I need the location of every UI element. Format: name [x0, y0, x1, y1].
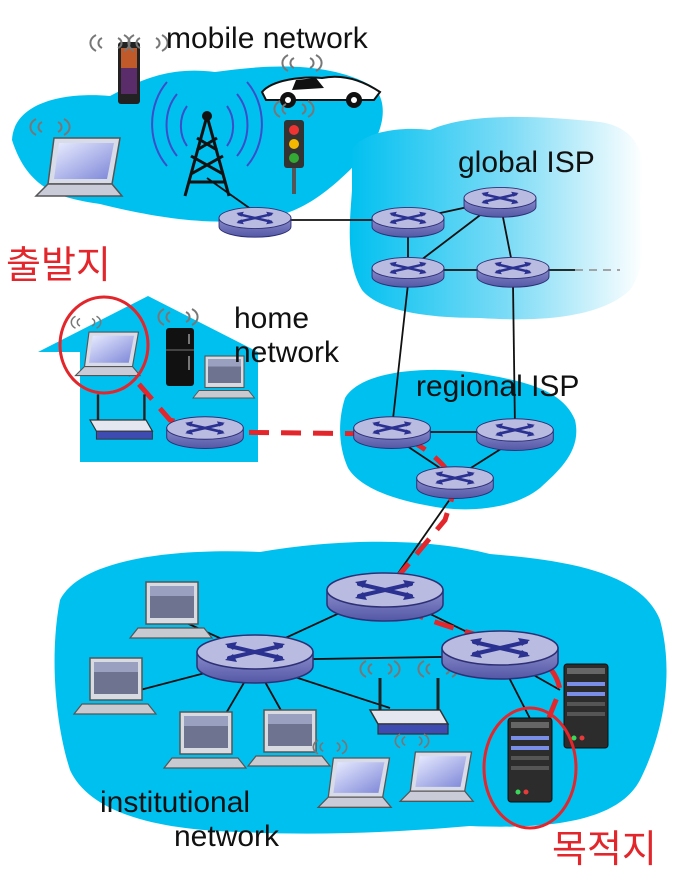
server-icon — [507, 717, 553, 803]
router-icon — [475, 256, 551, 289]
router-icon — [165, 415, 245, 450]
institutional-network-label-line2: network — [174, 820, 280, 853]
car-icon — [260, 54, 382, 108]
regional-isp-cloud — [340, 369, 577, 510]
destination-label: 목적지 — [552, 827, 657, 871]
source-highlight-circle — [58, 295, 150, 395]
router-icon — [370, 256, 446, 289]
router-icon — [352, 415, 432, 450]
router-icon — [475, 417, 555, 452]
source-label: 출발지 — [6, 243, 111, 287]
router-icon — [370, 206, 446, 239]
router-icon — [415, 465, 495, 500]
institutional-network-label-line1: institutional — [100, 786, 250, 819]
smartphone-icon — [89, 34, 169, 104]
home-network-label-line1: home — [234, 302, 309, 335]
server-icon — [563, 663, 609, 749]
router-icon — [217, 206, 293, 239]
router-icon — [462, 186, 538, 219]
mobile-network-label: mobile network — [166, 22, 369, 55]
destination-highlight-circle — [482, 706, 578, 830]
fridge-icon — [157, 308, 199, 386]
home-network-label-line2: network — [234, 336, 340, 369]
traffic-light-icon — [273, 100, 315, 194]
router-icon — [195, 633, 315, 685]
regional-isp-label: regional ISP — [416, 370, 579, 403]
cell-tower-icon — [151, 81, 263, 197]
router-icon — [325, 571, 445, 623]
router-icon — [440, 629, 560, 681]
global-isp-label: global ISP — [458, 146, 595, 179]
